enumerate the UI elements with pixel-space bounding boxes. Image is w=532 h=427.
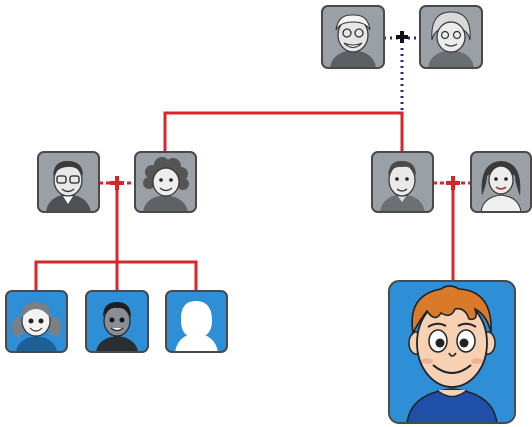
person-card-father [371, 151, 434, 213]
silhouette-icon [175, 301, 218, 352]
person-card-uncle [37, 151, 100, 213]
parents-plus-icon [446, 176, 460, 190]
man-with-glasses-portrait-icon [46, 160, 91, 212]
curly-woman-portrait-icon [143, 157, 189, 212]
man-portrait-icon [380, 160, 425, 212]
boy-portrait-icon [96, 302, 138, 352]
person-card-cousin-boy [85, 290, 149, 353]
connectors [34, 31, 471, 291]
red-haired-boy-portrait-icon [406, 285, 498, 424]
person-card-cousin-unknown [165, 290, 228, 353]
person-card-aunt [134, 151, 197, 213]
old-man-portrait-icon [330, 14, 376, 68]
person-card-cousin-girl [5, 290, 68, 353]
grandparents-children-link [163, 111, 404, 153]
uncle-aunt-plus-icon [110, 176, 124, 190]
person-card-mother [470, 151, 532, 213]
grandparents-plus-icon [396, 31, 408, 43]
girl-portrait-icon [12, 302, 61, 352]
person-card-me [388, 280, 516, 424]
person-card-grandfather [321, 5, 385, 69]
woman-portrait-icon [480, 161, 522, 213]
person-card-grandmother [419, 5, 483, 69]
old-woman-portrait-icon [428, 11, 474, 68]
